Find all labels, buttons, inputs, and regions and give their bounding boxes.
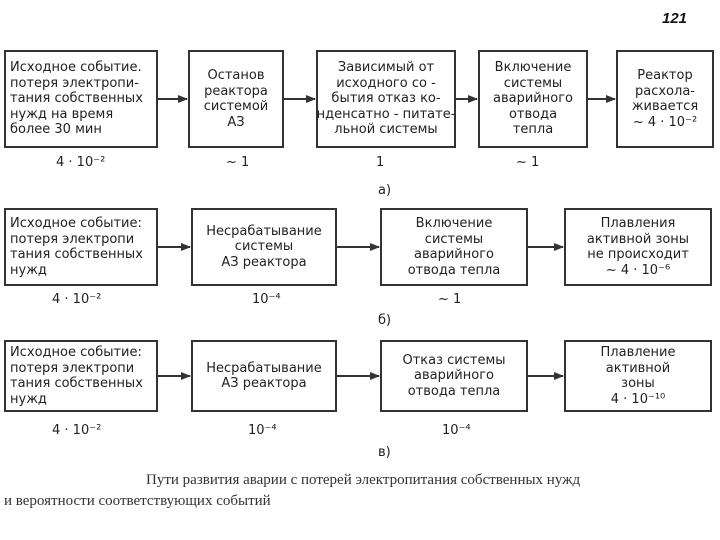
event-box-line: Несрабатывание — [206, 360, 322, 376]
event-box-line: потеря электропи — [10, 231, 135, 247]
event-box-line: ~ 4 · 10⁻² — [632, 114, 698, 130]
event-box-1-1: Исходное событие.потеря электропи-тания … — [4, 50, 158, 148]
event-box-line: 4 · 10⁻¹⁰ — [610, 391, 666, 407]
probability-label: 4 · 10⁻² — [52, 292, 102, 307]
event-box-line: системой — [203, 99, 269, 114]
event-box-line: льной системы — [334, 122, 438, 138]
event-box-line: АЗ реактора — [221, 376, 307, 391]
probability-label: 10⁻⁴ — [442, 423, 471, 438]
probability-label: 1 — [376, 155, 385, 170]
event-box-line: потеря электропи — [10, 360, 135, 376]
caption-line-2: и вероятности соответствующих событий — [4, 493, 271, 509]
caption-line-1: Пути развития аварии с потерей электропи… — [146, 472, 581, 488]
event-box-line: Отказ системы — [402, 352, 506, 368]
event-box-line: аварийного — [493, 91, 573, 107]
event-box-line: расхола- — [635, 83, 695, 99]
event-box-line: активной — [605, 360, 671, 376]
event-box-line: системы — [503, 75, 563, 91]
event-box-line: системы — [424, 231, 484, 247]
event-box-line: более 30 мин — [10, 122, 102, 138]
event-box-line: Плавление — [600, 345, 676, 360]
event-box-line: тания собственных — [10, 91, 143, 107]
event-box-line: тания собственных — [10, 376, 143, 391]
probability-label: ~ 1 — [226, 155, 250, 170]
event-box-line: АЗ реактора — [221, 254, 307, 270]
event-box-line: Плавления — [600, 216, 676, 231]
event-box-line: Включение — [415, 216, 493, 231]
probability-label: 10⁻⁴ — [248, 423, 277, 438]
event-box-line: Несрабатывание — [206, 223, 322, 239]
event-box-line: нужд — [10, 391, 47, 407]
probability-label: 4 · 10⁻² — [52, 423, 102, 438]
event-box-line: Реактор — [637, 68, 693, 83]
event-box-line: реактора — [204, 83, 268, 99]
event-box-line: Включение — [494, 60, 572, 76]
scenario-label: б) — [378, 313, 392, 328]
event-box-line: Исходное событие: — [10, 216, 142, 231]
event-box-line: нденсатно - питате- — [316, 106, 456, 122]
probability-label: ~ 1 — [438, 292, 462, 307]
page-number: 121 — [662, 10, 688, 27]
event-box-line: системы — [234, 239, 294, 255]
event-box-line: тепла — [512, 122, 554, 138]
event-box-line: отвода тепла — [407, 262, 501, 278]
event-box-line: отвода — [508, 106, 558, 122]
event-box-line: активной зоны — [586, 231, 690, 247]
scenario-label: а) — [378, 183, 392, 198]
probability-label: 4 · 10⁻² — [56, 155, 106, 170]
event-box-line: исходного со - — [336, 75, 436, 91]
event-box-line: нужд на время — [10, 106, 114, 122]
probability-label: 10⁻⁴ — [252, 292, 281, 307]
event-box-line: аварийного — [414, 247, 494, 262]
event-box-line: потеря электропи- — [10, 75, 139, 91]
event-box-line: ~ 4 · 10⁻⁶ — [605, 262, 671, 278]
event-box-line: тания собственных — [10, 247, 143, 262]
event-box-line: Останов — [207, 68, 265, 83]
event-box-line: аварийного — [414, 368, 494, 384]
event-box-line: не происходит — [587, 247, 689, 262]
event-box-line: Исходное событие: — [10, 345, 142, 360]
event-box-line: Зависимый от — [337, 60, 435, 76]
event-box-line: живается — [631, 99, 699, 114]
event-box-line: АЗ — [227, 114, 245, 130]
event-box-line: зоны — [621, 376, 655, 391]
event-box-line: отвода тепла — [407, 383, 501, 399]
scenario-label: в) — [378, 445, 391, 460]
event-box-line: бытия отказ ко- — [331, 91, 441, 107]
event-box-line: Исходное событие. — [10, 60, 142, 76]
probability-label: ~ 1 — [516, 155, 540, 170]
event-box-line: нужд — [10, 262, 47, 278]
